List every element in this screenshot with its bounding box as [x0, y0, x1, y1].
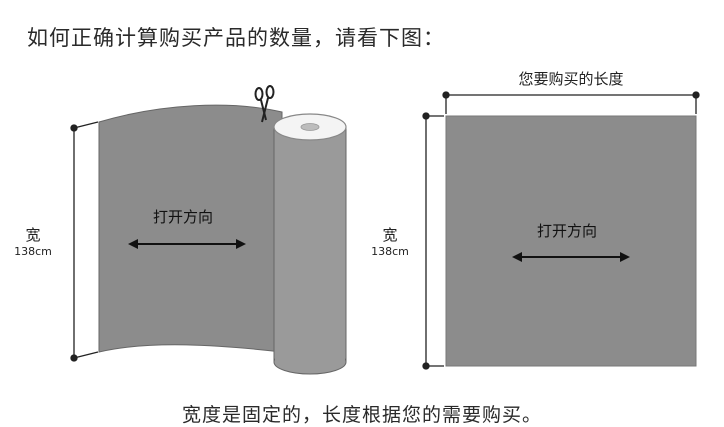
length-label: 您要购买的长度	[518, 70, 624, 88]
left-width-value: 138cm	[14, 245, 52, 258]
length-dimension	[442, 91, 700, 114]
left-width-label: 宽	[25, 226, 41, 244]
roll-core	[300, 123, 320, 131]
right-width-label: 宽	[382, 226, 398, 244]
flat-fabric-piece	[445, 115, 697, 367]
unrolled-fabric-sheet	[98, 104, 283, 353]
left-width-dimension	[70, 121, 99, 362]
footer-note: 宽度是固定的，长度根据您的需要购买。	[181, 404, 542, 426]
scissors-icon	[254, 85, 275, 123]
right-width-value: 138cm	[371, 245, 409, 258]
right-direction-label: 打开方向	[537, 222, 598, 240]
right-direction-arrow	[512, 252, 630, 262]
left-direction-label: 打开方向	[153, 208, 214, 226]
right-width-dimension	[422, 112, 444, 370]
fabric-roll	[273, 113, 347, 375]
page-title: 如何正确计算购买产品的数量，请看下图：	[27, 26, 445, 50]
left-direction-arrow	[128, 239, 246, 249]
